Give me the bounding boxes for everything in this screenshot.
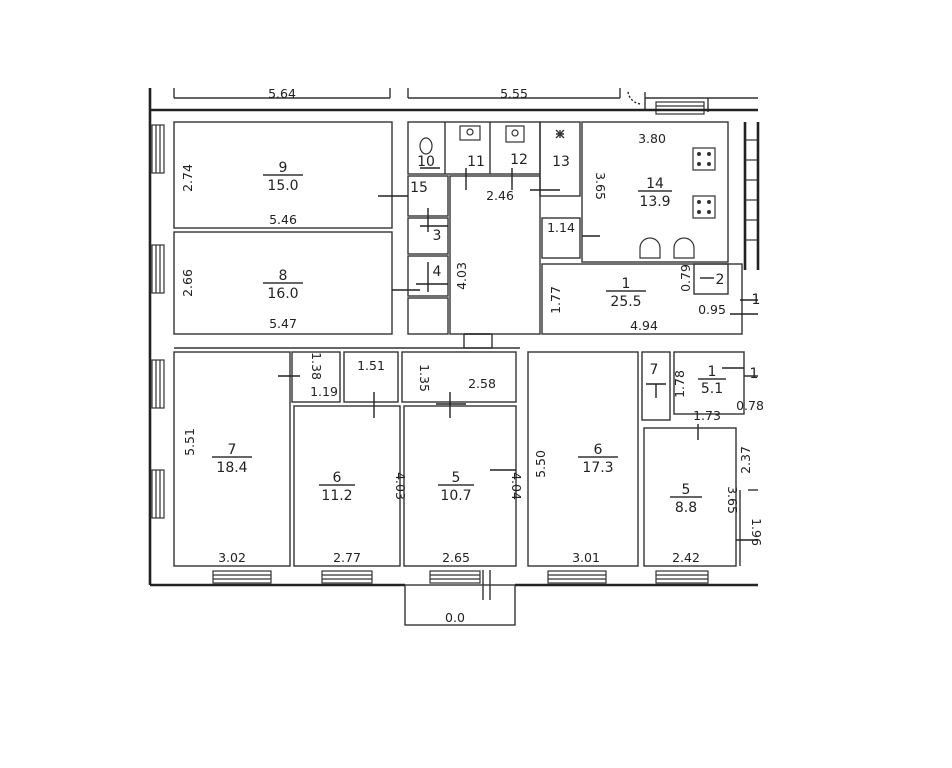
room-6b-area: 17.3 [582,460,613,476]
room-1c-number: 1 [752,292,761,308]
room-14 [581,121,729,263]
room-7b [641,351,671,421]
room-5b-number: 5 [682,482,691,498]
left-windows [151,124,165,519]
dim-porch: 0.0 [445,610,465,625]
room-4-number: 4 [433,264,442,280]
room-5a-area: 10.7 [440,488,471,504]
dim-7-width: 3.02 [218,550,246,565]
dim-8-width: 5.47 [269,316,297,331]
dim-6b-width: 3.01 [572,550,600,565]
room-6a-area: 11.2 [321,488,352,504]
dim-6a-height: 4.03 [393,472,408,500]
outer-walls [148,108,760,587]
dim-top-mid: 5.55 [500,86,528,101]
dim-5b-height: 3.65 [725,486,740,514]
room-7-area: 18.4 [216,460,247,476]
dim-14-height: 3.65 [593,172,608,200]
dim-1-width: 4.94 [630,318,658,333]
dim-151: 1.51 [357,358,385,373]
stove-icons [639,147,716,259]
room-10-number: 10 [417,154,435,170]
right-stair-hatching [745,139,758,241]
dim-corridor-height: 4.03 [454,262,469,290]
dim-079: 0.79 [678,264,693,292]
room-9-number: 9 [279,160,288,176]
room-13-number: 13 [552,154,570,170]
dim-1-height: 1.77 [548,286,563,314]
central-core [407,121,581,335]
dim-5a-width: 2.65 [442,550,470,565]
room-8-area: 16.0 [267,286,298,302]
dim-138: 1.38 [309,352,324,380]
bottom-windows [212,570,709,584]
dim-corridor-width: 2.46 [486,188,514,203]
dim-114: 1.14 [547,220,575,235]
dim-14-width: 3.80 [638,131,666,146]
room-1 [541,263,743,335]
room-7b-number: 7 [650,362,659,378]
room-3-number: 3 [433,228,442,244]
room-14-area: 13.9 [639,194,670,210]
room-1b [673,351,745,415]
room-6a-number: 6 [333,470,342,486]
hall-258 [401,351,517,403]
dim-5a-height: 4.04 [509,472,524,500]
dim-9-width: 5.46 [269,212,297,227]
dim-196: 1.96 [749,518,764,546]
dim-078: 0.78 [736,398,764,413]
dim-top-left: 5.64 [268,86,296,101]
dim-258: 2.58 [468,376,496,391]
room-1-area: 25.5 [610,294,641,310]
dim-173: 1.73 [693,408,721,423]
dim-095: 0.95 [698,302,726,317]
room-8-number: 8 [279,268,288,284]
room-1-number: 1 [622,276,631,292]
room-6b [527,351,639,567]
dim-6a-width: 2.77 [333,550,361,565]
room-2-number: 2 [716,272,725,288]
room-11-number: 11 [467,154,485,170]
room-15-number: 15 [410,180,428,196]
room-5a-number: 5 [452,470,461,486]
closet-138 [291,351,341,403]
room-6b-number: 6 [594,442,603,458]
room-9-area: 15.0 [267,178,298,194]
room-1b-area: 5.1 [701,381,723,397]
room-6a [293,405,401,567]
room-5b-area: 8.8 [675,500,697,516]
dim-7-height: 5.51 [182,428,197,456]
dim-9-height: 2.74 [180,164,195,192]
room-5b [643,427,737,567]
room-7 [173,351,291,567]
entrance-porch [404,570,516,626]
room-9 [173,121,393,229]
room-8 [173,231,393,335]
dim-119: 1.19 [310,384,338,399]
closet-151 [343,351,399,403]
dim-6b-height: 5.50 [533,450,548,478]
room-114 [541,217,581,259]
room-12-number: 12 [510,152,528,168]
room-14-number: 14 [646,176,664,192]
room-2 [693,263,729,295]
dim-8-height: 2.66 [180,269,195,297]
dim-178: 1.78 [672,370,687,398]
dim-237: 2.37 [738,446,753,474]
dim-5b-width: 2.42 [672,550,700,565]
room-5a [403,405,517,567]
room-1d-number: 1 [750,366,759,382]
room-1b-number: 1 [708,364,717,380]
room-7-number: 7 [228,442,237,458]
dim-135: 1.35 [417,364,432,392]
